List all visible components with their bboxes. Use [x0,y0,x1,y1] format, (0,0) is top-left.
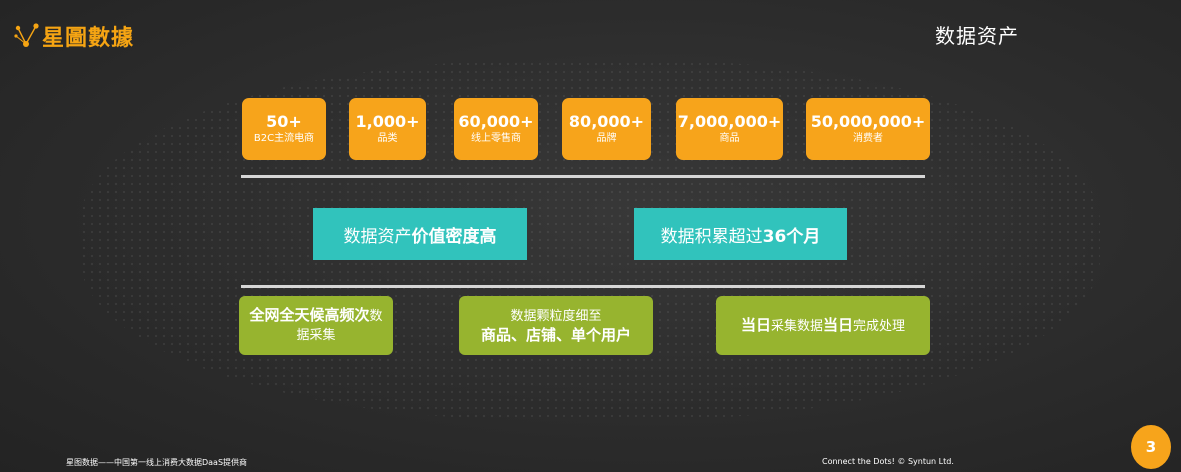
page-title: 数据资产 [935,24,1019,48]
stat-card-platforms: 50+ B2C主流电商 [242,98,326,160]
stat-label: 线上零售商 [471,133,521,144]
feature-bold-text: 商品、店铺、单个用户 [480,325,631,344]
footer-tagline: 星图数据——中国第一线上消费大数据DaaS提供商 [66,458,248,467]
feature-granularity: 数据颗粒度细至 商品、店铺、单个用户 [459,296,653,355]
stat-value: 50,000,000+ [810,112,926,131]
page-number-badge: 3 [1131,425,1171,469]
highlight-value-density: 数据资产价值密度高 [313,208,527,260]
feature-text: 数 [369,309,383,324]
feature-bold-text: 当日 [740,315,771,334]
feature-bold-text: 全网全天候高频次 [249,306,370,324]
stat-value: 80,000+ [568,112,645,131]
stat-value: 7,000,000+ [677,112,782,131]
stat-card-categories: 1,000+ 品类 [349,98,426,160]
highlight-bold-text: 价值密度高 [411,226,497,247]
feature-same-day: 当日采集数据当日完成处理 [716,296,930,355]
highlight-text: 数据积累超过 [660,226,763,247]
highlight-bold-text: 36个月 [762,226,821,247]
stat-card-retailers: 60,000+ 线上零售商 [454,98,538,160]
stat-label: B2C主流电商 [253,133,315,144]
divider-top [241,175,925,178]
divider-bottom [241,285,925,288]
highlight-text: 数据资产 [343,226,412,247]
feature-bold-text: 当日 [823,315,854,334]
brand-logo: 星圖數據 [14,16,134,56]
stat-label: 商品 [719,133,740,144]
feature-text: 据采集 [296,328,336,343]
feature-text: 采集数据 [770,318,823,334]
stat-value: 1,000+ [355,112,420,131]
feature-text: 完成处理 [853,318,906,334]
stat-label: 消费者 [853,133,883,144]
constellation-icon [14,23,39,47]
stat-value: 50+ [266,112,302,131]
stat-label: 品牌 [596,133,617,144]
stat-label: 品类 [377,133,398,144]
footer-copyright: Connect the Dots! © Syntun Ltd. [822,457,954,466]
stat-card-consumers: 50,000,000+ 消费者 [806,98,930,160]
stat-card-brands: 80,000+ 品牌 [562,98,651,160]
feature-text: 数据颗粒度细至 [510,308,602,324]
stat-card-products: 7,000,000+ 商品 [676,98,783,160]
brand-name: 星圖數據 [42,26,135,51]
stat-value: 60,000+ [458,112,534,131]
feature-collection: 全网全天候高频次数 据采集 [239,296,393,355]
